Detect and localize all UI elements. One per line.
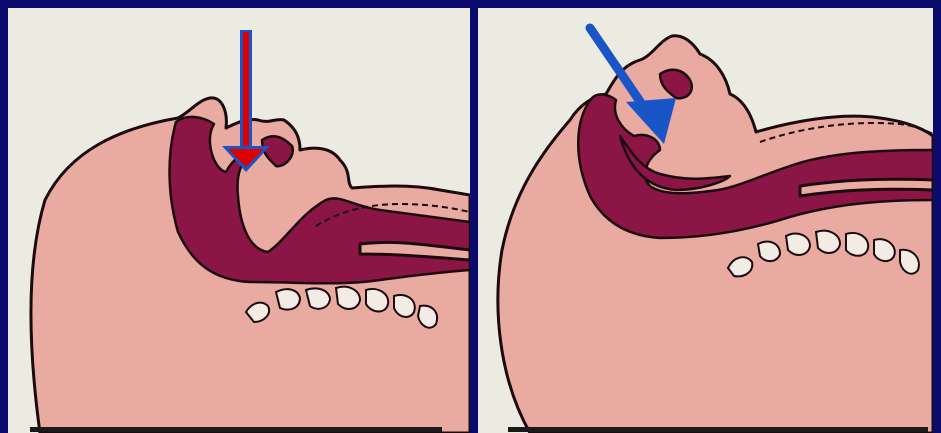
- vertebra: [276, 289, 300, 309]
- vertebra: [394, 295, 415, 317]
- surface-line-right: [508, 427, 928, 432]
- vertebra: [758, 242, 780, 261]
- panel-right: [478, 8, 933, 433]
- vertebra: [816, 231, 840, 253]
- vertebra: [336, 287, 360, 309]
- vertebra: [306, 288, 330, 308]
- vertebra: [418, 306, 437, 328]
- vertebra: [786, 234, 810, 255]
- surface-line-left: [30, 427, 442, 432]
- arrow-shaft: [243, 32, 249, 152]
- panel-left: [8, 8, 470, 433]
